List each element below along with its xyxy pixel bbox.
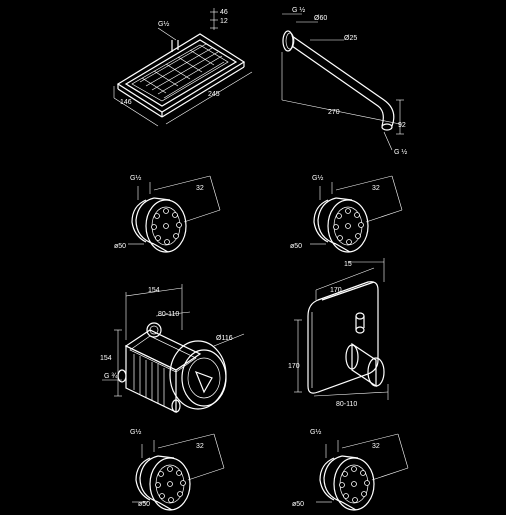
wall-arm-flange-dia-label: Ø60	[314, 15, 327, 22]
body-jet-tr-depth-label: 32	[372, 185, 380, 192]
rain-shower-dimensions	[113, 8, 253, 127]
body-jet-top-right: G½ 32 ø50	[290, 174, 403, 253]
trim-plate-projection-label: 80-110	[336, 401, 357, 408]
body-jet-bottom-right: G½ 32 ø50	[292, 428, 409, 511]
mixer-body-thread-hatch	[133, 354, 165, 406]
body-jet-tl-depth-label: 32	[196, 185, 204, 192]
mixer-body-height-label: 154	[100, 355, 112, 362]
mixer-body-thread-label: G ¾	[104, 373, 117, 380]
wall-arm-drop-label: 92	[398, 122, 406, 129]
body-jet-bl-thread-label: G½	[130, 428, 141, 436]
rain-shower-width-label: 245	[208, 91, 220, 98]
trim-plate-dimensions	[294, 258, 389, 400]
wall-arm-pipe-dia-label: Ø25	[344, 35, 357, 42]
body-jet-tl-thread-label: G½	[130, 174, 141, 182]
wall-arm: G ½ Ø60 Ø25 270 92 G ½	[281, 6, 407, 156]
rain-shower-height-outer-label: 46	[220, 9, 228, 16]
mixer-body-dimensions	[102, 284, 245, 397]
trim-plate-height-label: 170	[288, 363, 300, 370]
body-jet-br-thread-label: G½	[310, 428, 321, 436]
body-jet-br-depth-label: 32	[372, 443, 380, 450]
body-jet-bl-dia-label: ø50	[138, 501, 150, 508]
mixer-body-width-label: 154	[148, 287, 160, 294]
nozzle-grid	[139, 43, 225, 99]
body-jet-bottom-left: G½ 32 ø50	[130, 428, 225, 511]
rain-shower-head: G½ 46 12 146 245	[113, 8, 253, 127]
rain-shower-height-inner-label: 12	[220, 18, 228, 25]
body-jet-tr-thread-label: G½	[312, 174, 323, 182]
concealed-mixer-body: 154 80-110 154 Ø116 G ¾	[100, 284, 245, 413]
body-jet-bl-depth-label: 32	[196, 443, 204, 450]
trim-plate-depth-label: 15	[344, 261, 352, 268]
mixer-body-dia-label: Ø116	[216, 335, 233, 342]
wall-arm-thread-bottom-label: G ½	[394, 148, 407, 156]
body-jet-br-dia-label: ø50	[292, 501, 304, 508]
body-jet-tl-dia-label: ø50	[114, 243, 126, 250]
body-jet-tr-dia-label: ø50	[290, 243, 302, 250]
wall-arm-length-label: 270	[328, 109, 340, 116]
thermostat-trim-plate: 15 170 170 80-110	[288, 258, 389, 408]
rain-shower-depth-label: 146	[120, 99, 132, 106]
wall-arm-dimensions	[281, 13, 404, 151]
rain-shower-thread-label: G½	[158, 20, 169, 28]
mixer-body-depth-label: 80-110	[158, 311, 179, 318]
body-jet-top-left: G½ 32 ø50	[114, 174, 221, 253]
trim-plate-width-label: 170	[330, 287, 342, 294]
wall-arm-thread-top-label: G ½	[292, 6, 305, 14]
